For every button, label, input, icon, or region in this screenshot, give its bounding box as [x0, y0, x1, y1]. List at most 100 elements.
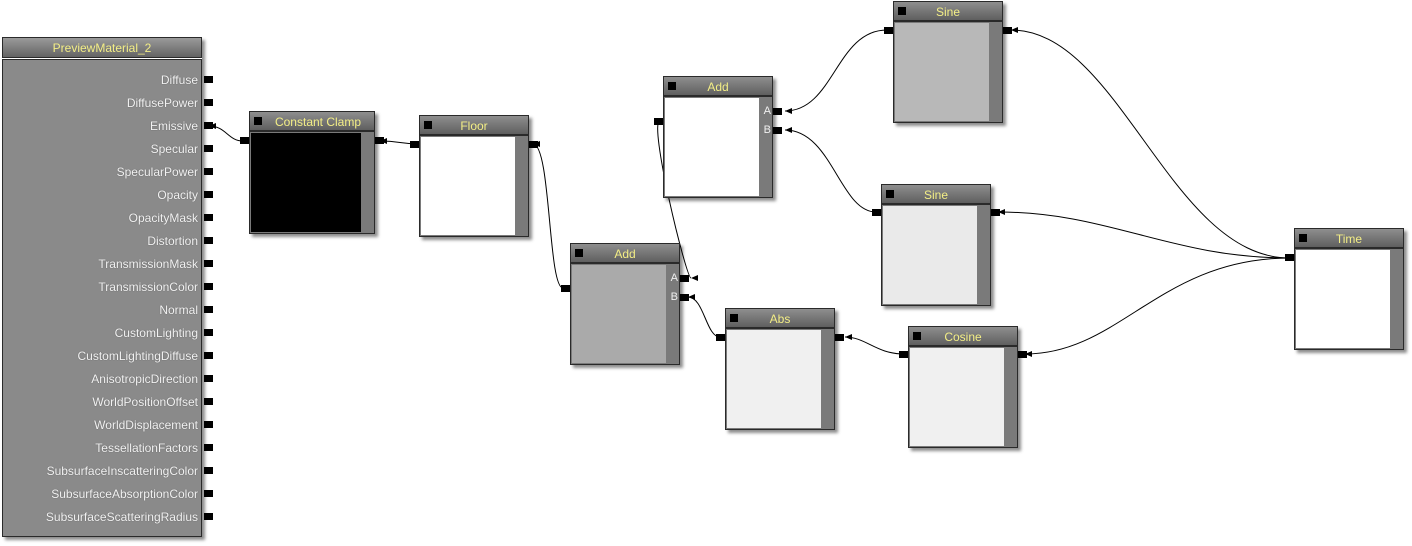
material-input-pin[interactable] [204, 214, 213, 221]
material-input-label: AnisotropicDirection [91, 372, 198, 386]
material-input-pin[interactable] [204, 490, 213, 497]
preview-toggle-icon[interactable] [886, 190, 894, 198]
material-input-row[interactable]: Distortion [2, 234, 213, 248]
node-header[interactable]: Add [663, 76, 773, 96]
material-input-row[interactable]: Emissive [2, 119, 213, 133]
input-pin[interactable] [410, 141, 419, 148]
node-add-upper[interactable]: Add A B [654, 76, 782, 198]
preview-toggle-icon[interactable] [575, 249, 583, 257]
material-input-label: Emissive [149, 119, 198, 133]
output-pin[interactable] [899, 351, 908, 358]
material-input-label: WorldDisplacement [94, 418, 198, 432]
wire-clamp-emissive [208, 125, 244, 142]
output-pin[interactable] [872, 209, 881, 216]
node-header[interactable]: Sine [881, 184, 991, 204]
material-input-row[interactable]: WorldPositionOffset [2, 395, 213, 409]
material-input-pin[interactable] [204, 421, 213, 428]
material-input-row[interactable]: DiffusePower [2, 96, 213, 110]
node-sine-middle[interactable]: Sine [872, 184, 1000, 306]
material-input-row[interactable]: SpecularPower [2, 165, 213, 179]
material-node-header[interactable]: PreviewMaterial_2 [2, 37, 202, 58]
material-input-pin[interactable] [204, 237, 213, 244]
material-input-row[interactable]: SubsurfaceAbsorptionColor [2, 487, 213, 501]
output-pin[interactable] [654, 118, 663, 125]
material-node-title: PreviewMaterial_2 [52, 41, 152, 55]
node-floor[interactable]: Floor [410, 115, 538, 237]
material-input-pin[interactable] [204, 283, 213, 290]
node-constant-clamp[interactable]: Constant Clamp [240, 111, 384, 234]
material-input-pin[interactable] [204, 467, 213, 474]
node-title: Time [1335, 232, 1363, 246]
material-input-row[interactable]: WorldDisplacement [2, 418, 213, 432]
arrow-add1b [688, 294, 695, 300]
input-pin[interactable] [991, 209, 1000, 216]
material-input-row[interactable]: SubsurfaceInscatteringColor [2, 464, 213, 478]
preview-toggle-icon[interactable] [424, 121, 432, 129]
node-cosine[interactable]: Cosine [899, 326, 1027, 448]
preview-toggle-icon[interactable] [913, 332, 921, 340]
material-input-row[interactable]: Specular [2, 142, 213, 156]
material-input-pin[interactable] [204, 306, 213, 313]
material-input-row[interactable]: SubsurfaceScatteringRadius [2, 510, 213, 524]
output-pin[interactable] [375, 137, 384, 144]
wire-add1-floor [532, 143, 564, 289]
material-input-pin[interactable] [204, 145, 213, 152]
material-input-row[interactable]: TessellationFactors [2, 441, 213, 455]
material-input-pin[interactable] [204, 76, 213, 83]
material-input-pin[interactable] [204, 398, 213, 405]
material-input-row[interactable]: TransmissionColor [2, 280, 213, 294]
material-input-pin[interactable] [204, 122, 213, 129]
input-pin-a[interactable] [773, 108, 782, 115]
material-input-pin[interactable] [204, 375, 213, 382]
material-input-row[interactable]: CustomLightingDiffuse [2, 349, 213, 363]
node-header[interactable]: Sine [893, 1, 1003, 21]
preview-toggle-icon[interactable] [898, 7, 906, 15]
material-input-label: Specular [150, 142, 198, 156]
input-pin[interactable] [240, 137, 249, 144]
material-input-row[interactable]: Opacity [2, 188, 213, 202]
input-pin[interactable] [1018, 351, 1027, 358]
node-header[interactable]: Constant Clamp [249, 111, 375, 131]
output-pin[interactable] [716, 334, 725, 341]
node-time[interactable]: Time [1285, 228, 1404, 350]
material-input-pin[interactable] [204, 352, 213, 359]
output-pin[interactable] [529, 141, 538, 148]
output-pin[interactable] [1285, 254, 1294, 261]
node-header[interactable]: Floor [419, 115, 529, 135]
input-pin-b[interactable] [773, 127, 782, 134]
material-input-row[interactable]: TransmissionMask [2, 257, 213, 271]
material-input-pin[interactable] [204, 513, 213, 520]
material-input-pin[interactable] [204, 329, 213, 336]
material-input-row[interactable]: Diffuse [2, 73, 213, 87]
material-input-pin[interactable] [204, 444, 213, 451]
node-header[interactable]: Add [570, 243, 680, 263]
preview-toggle-icon[interactable] [1299, 234, 1307, 242]
node-title: Sine [923, 188, 949, 202]
node-abs[interactable]: Abs [716, 308, 844, 430]
preview-toggle-icon[interactable] [254, 117, 262, 125]
material-input-row[interactable]: CustomLighting [2, 326, 213, 340]
output-pin[interactable] [884, 27, 893, 34]
node-header[interactable]: Time [1294, 228, 1404, 248]
input-pin-b[interactable] [680, 294, 689, 301]
material-input-row[interactable]: Normal [2, 303, 213, 317]
input-pin-a[interactable] [680, 275, 689, 282]
input-pin[interactable] [835, 334, 844, 341]
material-input-pin[interactable] [204, 168, 213, 175]
preview-toggle-icon[interactable] [730, 314, 738, 322]
material-input-label: SpecularPower [116, 165, 198, 179]
material-input-pin[interactable] [204, 260, 213, 267]
node-sine-top[interactable]: Sine [884, 1, 1012, 123]
node-header[interactable]: Cosine [908, 326, 1018, 346]
preview-toggle-icon[interactable] [668, 82, 676, 90]
output-pin[interactable] [561, 285, 570, 292]
material-input-pin[interactable] [204, 99, 213, 106]
material-input-row[interactable]: AnisotropicDirection [2, 372, 213, 386]
wire-time-sine2 [997, 211, 1291, 259]
node-add-lower[interactable]: Add A B [561, 243, 689, 365]
node-header[interactable]: Abs [725, 308, 835, 328]
material-input-row[interactable]: OpacityMask [2, 211, 213, 225]
material-input-pin[interactable] [204, 191, 213, 198]
input-pin[interactable] [1003, 27, 1012, 34]
